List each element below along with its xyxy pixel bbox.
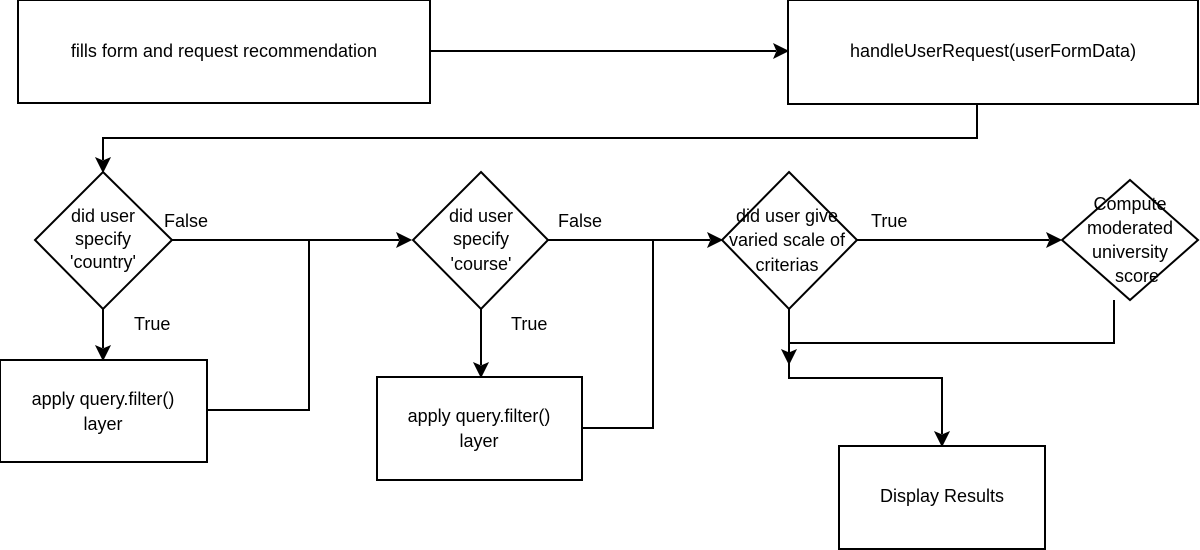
node-label-line: did user give bbox=[736, 206, 838, 226]
process-box bbox=[787, 0, 1199, 105]
edge-label-true: True bbox=[511, 314, 547, 334]
node-decision-course: did user specify 'course' bbox=[411, 170, 550, 311]
process-box bbox=[17, 0, 431, 104]
node-label-line: did user bbox=[71, 206, 135, 226]
arrowhead bbox=[773, 42, 790, 60]
edge-label-true: True bbox=[871, 211, 907, 231]
node-label-line: layer bbox=[459, 431, 498, 451]
node-label-line: moderated bbox=[1087, 218, 1173, 238]
arrowhead bbox=[472, 362, 490, 379]
arrowhead bbox=[1046, 231, 1063, 249]
node-label-line: Display Results bbox=[880, 486, 1004, 506]
edge-label-false: False bbox=[164, 211, 208, 231]
edge-criteria-to-display bbox=[788, 309, 943, 434]
process-box bbox=[838, 445, 1046, 550]
node-filter-country: apply query.filter() layer bbox=[0, 359, 208, 463]
node-handle-request: handleUserRequest(userFormData) bbox=[787, 0, 1199, 105]
node-label-line: apply query.filter() bbox=[32, 389, 175, 409]
edge-filter-country-merge bbox=[207, 240, 310, 411]
node-label-line: university bbox=[1092, 242, 1168, 262]
edge-filter-course-merge bbox=[582, 240, 654, 429]
node-decision-criteria: did user give varied scale of criterias bbox=[720, 170, 859, 311]
arrowhead bbox=[396, 231, 413, 249]
edge-score-merge bbox=[788, 300, 1115, 352]
edge-labels: False True False True True bbox=[134, 211, 907, 334]
node-label-line: fills form and request recommendation bbox=[71, 41, 377, 61]
node-filter-course: apply query.filter() layer bbox=[376, 376, 583, 481]
decision-diamond bbox=[720, 170, 859, 311]
node-label-line: criterias bbox=[755, 255, 818, 275]
decision-diamond bbox=[33, 170, 174, 311]
arrowhead bbox=[707, 231, 724, 249]
node-label-line: did user bbox=[449, 206, 513, 226]
process-box bbox=[0, 359, 208, 463]
node-label-line: score bbox=[1115, 266, 1159, 286]
node-label-line: specify bbox=[453, 229, 509, 249]
node-fill-form: fills form and request recommendation bbox=[17, 0, 431, 104]
node-label-line: 'course' bbox=[451, 254, 512, 274]
decision-diamond bbox=[411, 170, 550, 311]
node-label-line: varied scale of bbox=[729, 230, 846, 250]
node-label-line: Compute bbox=[1093, 194, 1166, 214]
node-label-line: apply query.filter() bbox=[408, 406, 551, 426]
node-decision-country: did user specify 'country' bbox=[33, 170, 174, 311]
edge-label-false: False bbox=[558, 211, 602, 231]
arrowhead bbox=[933, 431, 951, 448]
edge-label-true: True bbox=[134, 314, 170, 334]
arrowhead bbox=[94, 345, 112, 362]
node-compute-score: Compute moderated university score bbox=[1060, 178, 1200, 302]
decision-diamond bbox=[1060, 178, 1200, 302]
node-display-results: Display Results bbox=[838, 445, 1046, 550]
process-box bbox=[376, 376, 583, 481]
edges bbox=[94, 42, 1115, 448]
node-label-line: handleUserRequest(userFormData) bbox=[850, 41, 1136, 61]
arrowhead bbox=[94, 157, 112, 174]
node-label-line: 'country' bbox=[70, 252, 136, 272]
node-label-line: specify bbox=[75, 229, 131, 249]
node-label-line: layer bbox=[83, 414, 122, 434]
edge-handler-to-country bbox=[102, 104, 978, 160]
